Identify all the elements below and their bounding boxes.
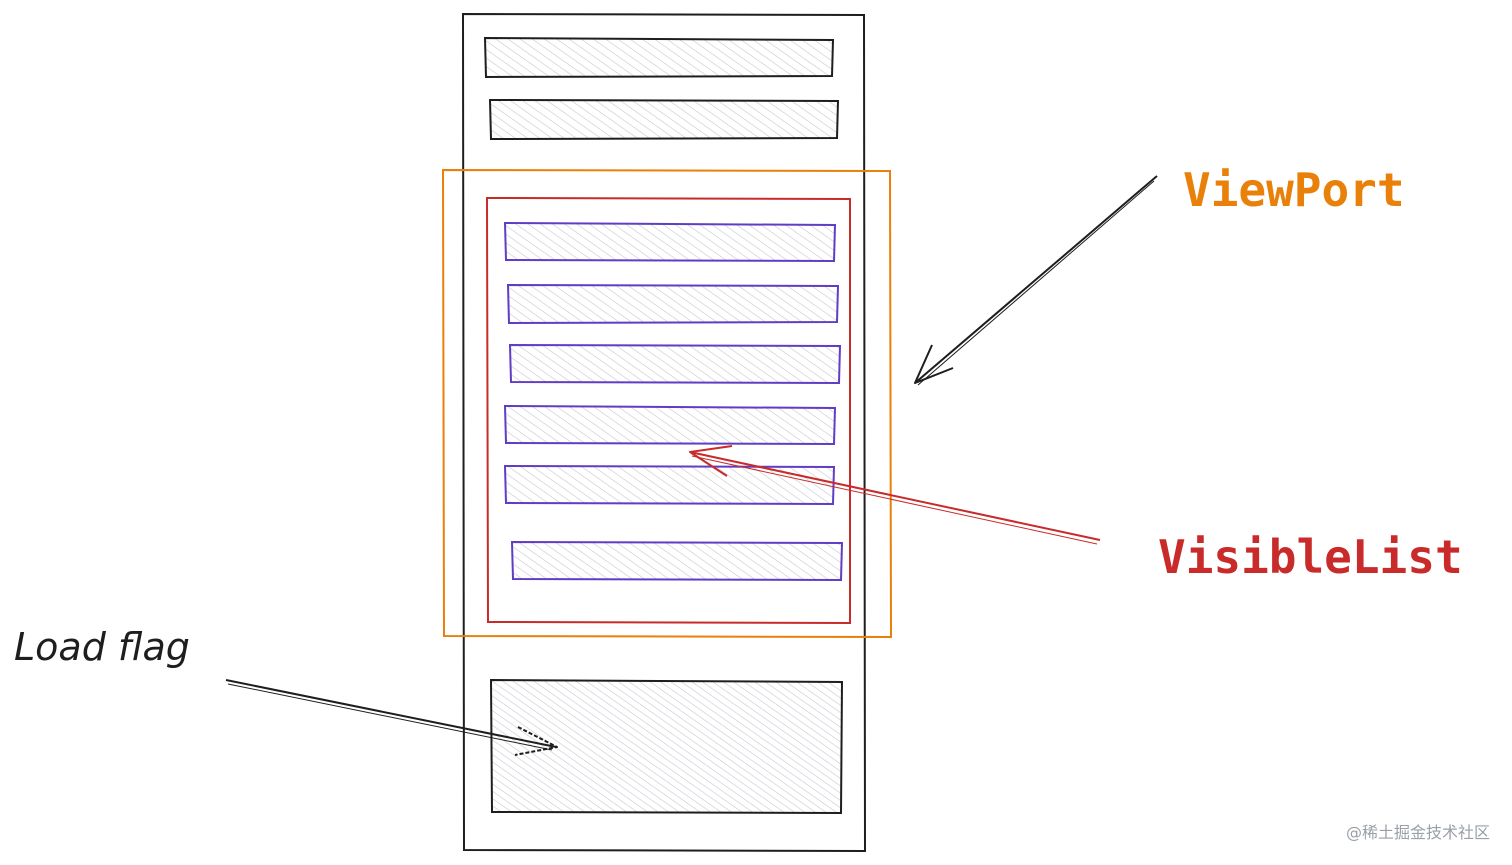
visible-list-item [508,343,842,385]
visible-list-item [503,221,837,263]
visible-list-item [503,464,836,506]
visible-list-arrow [689,445,1101,545]
top-list-item [483,36,835,79]
viewport-arrow [914,175,1158,386]
visible-list-item [506,283,840,325]
visible-list-label: VisibleList [1158,530,1463,584]
load-flag-block [489,678,844,815]
viewport-box [441,168,893,639]
visible-list-item [503,404,837,446]
visible-list-item [510,540,844,582]
load-flag-label: Load flag [14,625,190,669]
top-list-item [488,98,840,141]
visible-list-box [485,196,851,625]
viewport-label: ViewPort [1183,163,1405,217]
list-container [461,12,867,853]
load-flag-arrow [225,679,558,756]
watermark: @稀土掘金技术社区 [1346,823,1490,842]
